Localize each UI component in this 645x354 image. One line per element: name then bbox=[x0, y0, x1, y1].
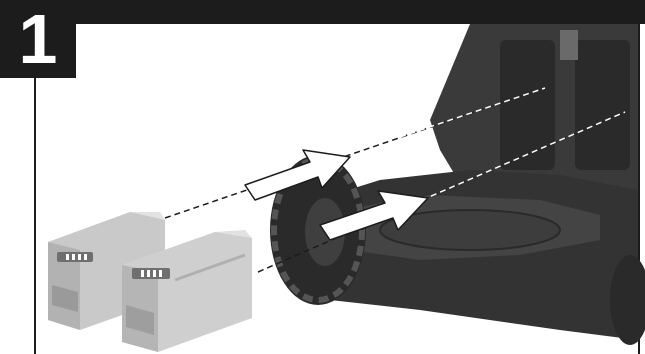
step-number-badge: 1 bbox=[0, 0, 76, 78]
battery-compartment-left bbox=[500, 40, 555, 170]
header-bar bbox=[0, 0, 645, 24]
mower bbox=[270, 24, 645, 345]
battery-compartment-right bbox=[575, 40, 630, 170]
compartment-latch bbox=[560, 30, 578, 60]
battery-right-indicator bbox=[132, 268, 170, 279]
